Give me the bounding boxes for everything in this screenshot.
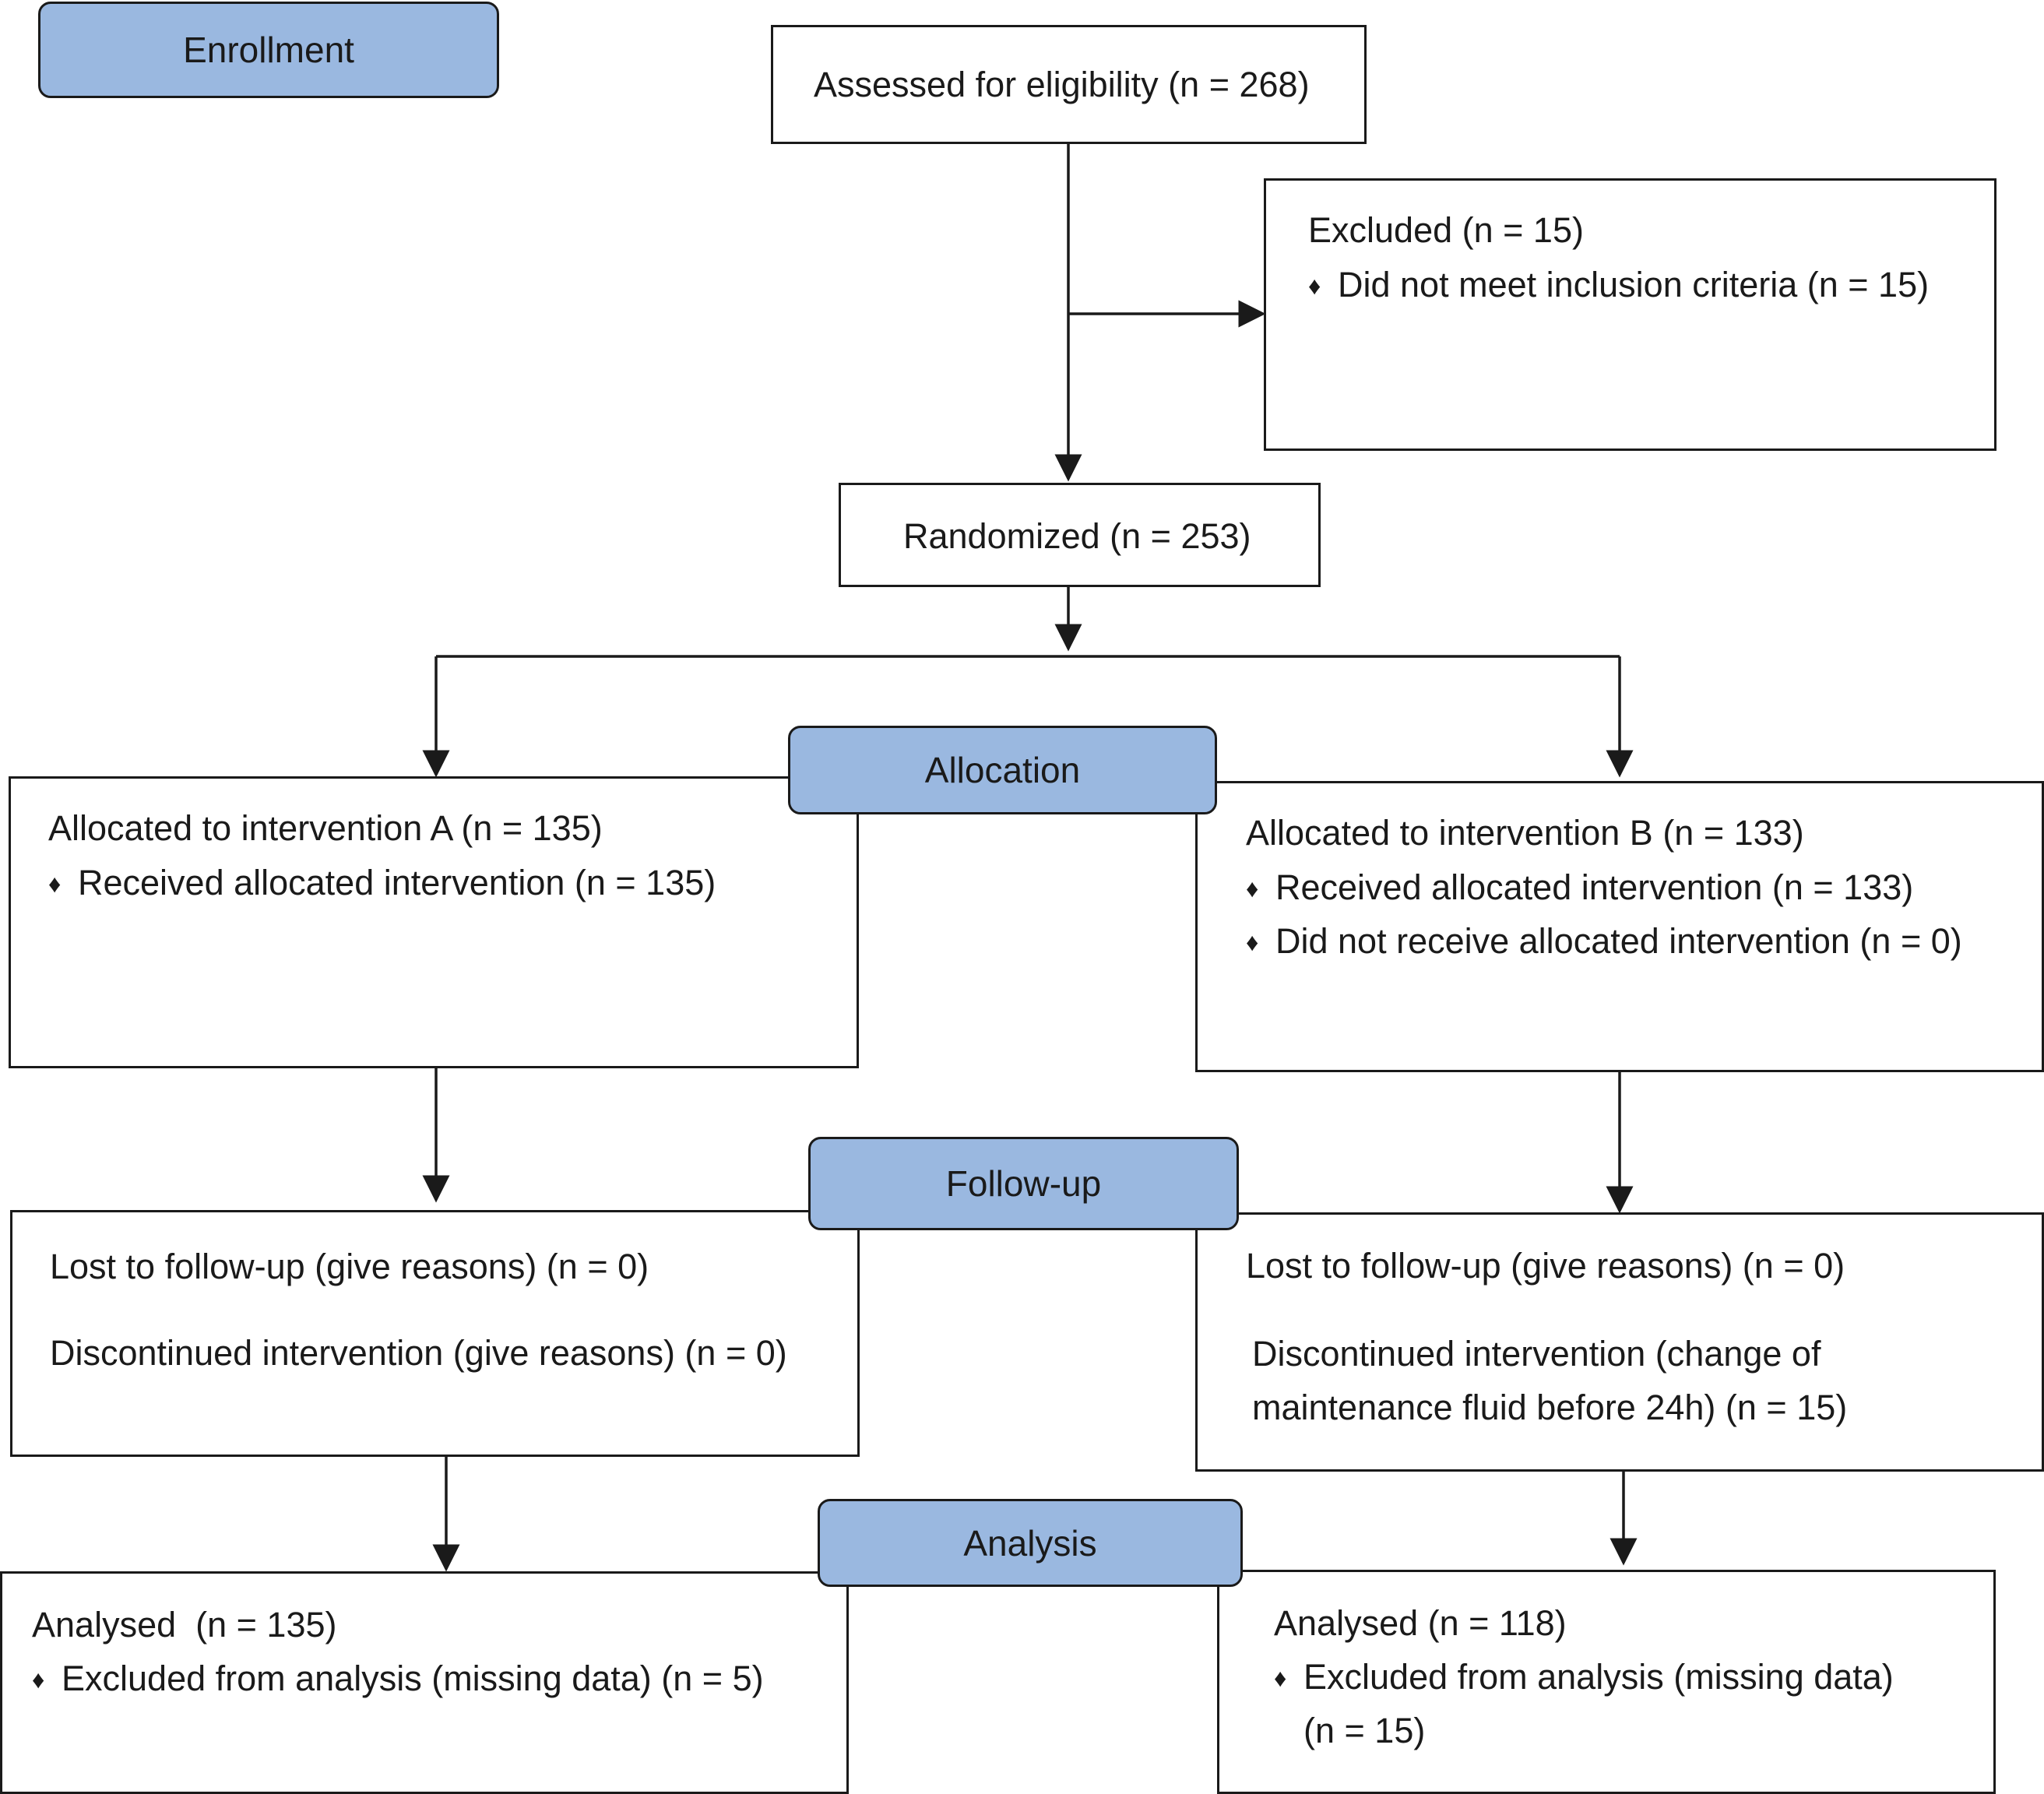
arm-b-analysed: Analysed (n = 118) (1274, 1603, 1567, 1643)
bullet-icon: ♦ (1308, 272, 1321, 300)
bullet-icon: ♦ (48, 870, 62, 898)
arm-a-received: Received allocated intervention (n = 135… (78, 863, 716, 902)
arm-b-excluded-analysis-line2: (n = 15) (1303, 1711, 1426, 1750)
stage-enrollment-label: Enrollment (183, 30, 354, 70)
arm-a-excluded-analysis: Excluded from analysis (missing data) (n… (62, 1659, 764, 1698)
bullet-icon: ♦ (1246, 928, 1259, 956)
arm-b-excluded-analysis-item: ♦ Excluded from analysis (missing data) (1274, 1651, 1894, 1704)
arm-a-allocated: Allocated to intervention A (n = 135) (48, 808, 603, 848)
excluded-reason-item: ♦ Did not meet inclusion criteria (n = 15… (1308, 259, 1929, 311)
arm-b-allocated: Allocated to intervention B (n = 133) (1246, 813, 1804, 853)
assessed-text: Assessed for eligibility (n = 268) (814, 65, 1310, 104)
arm-a-analysis-box: Analysed (n = 135) ♦ Excluded from analys… (0, 1571, 849, 1794)
arm-a-followup-box: Lost to follow-up (give reasons) (n = 0)… (10, 1210, 860, 1457)
bullet-icon: ♦ (32, 1666, 45, 1694)
excluded-title: Excluded (n = 15) (1308, 210, 1584, 250)
arm-a-discontinued: Discontinued intervention (give reasons)… (50, 1333, 787, 1373)
arm-b-not-received: Did not receive allocated intervention (… (1275, 921, 1962, 961)
stage-analysis: Analysis (818, 1499, 1243, 1587)
randomized-text: Randomized (n = 253) (903, 516, 1251, 556)
stage-allocation: Allocation (788, 726, 1217, 814)
arm-b-excluded-analysis-line1: Excluded from analysis (missing data) (1303, 1657, 1894, 1697)
stage-analysis-label: Analysis (963, 1522, 1097, 1564)
randomized-box: Randomized (n = 253) (839, 483, 1321, 587)
arm-a-analysed: Analysed (n = 135) (32, 1605, 337, 1644)
stage-follow-up: Follow-up (808, 1137, 1239, 1230)
stage-allocation-label: Allocation (924, 750, 1081, 790)
arm-a-lost: Lost to follow-up (give reasons) (n = 0) (50, 1247, 649, 1286)
arm-a-excluded-analysis-item: ♦ Excluded from analysis (missing data) (… (32, 1652, 764, 1705)
arm-a-allocation-box: Allocated to intervention A (n = 135) ♦ R… (9, 776, 859, 1068)
arm-b-discontinued-line1: Discontinued intervention (change of (1252, 1334, 1821, 1374)
bullet-icon: ♦ (1274, 1664, 1287, 1692)
arm-b-followup-box: Lost to follow-up (give reasons) (n = 0)… (1195, 1212, 2044, 1472)
arm-b-received: Received allocated intervention (n = 133… (1275, 867, 1914, 907)
bullet-icon: ♦ (1246, 874, 1259, 902)
excluded-reason: Did not meet inclusion criteria (n = 15) (1338, 265, 1930, 304)
stage-enrollment: Enrollment (38, 2, 499, 98)
arm-b-allocation-box: Allocated to intervention B (n = 133) ♦ R… (1195, 781, 2044, 1072)
arm-a-received-item: ♦ Received allocated intervention (n = 13… (48, 857, 716, 909)
stage-follow-up-label: Follow-up (945, 1163, 1102, 1204)
arm-b-analysis-box: Analysed (n = 118) ♦ Excluded from analys… (1217, 1570, 1996, 1794)
arm-b-received-item: ♦ Received allocated intervention (n = 13… (1246, 861, 1913, 914)
assessed-box: Assessed for eligibility (n = 268) (771, 25, 1367, 144)
arm-b-not-received-item: ♦ Did not receive allocated intervention … (1246, 915, 1962, 968)
arm-b-lost: Lost to follow-up (give reasons) (n = 0) (1246, 1246, 1845, 1286)
excluded-box: Excluded (n = 15) ♦ Did not meet inclusio… (1264, 178, 1997, 451)
arm-b-discontinued-line2: maintenance fluid before 24h) (n = 15) (1252, 1388, 1848, 1427)
